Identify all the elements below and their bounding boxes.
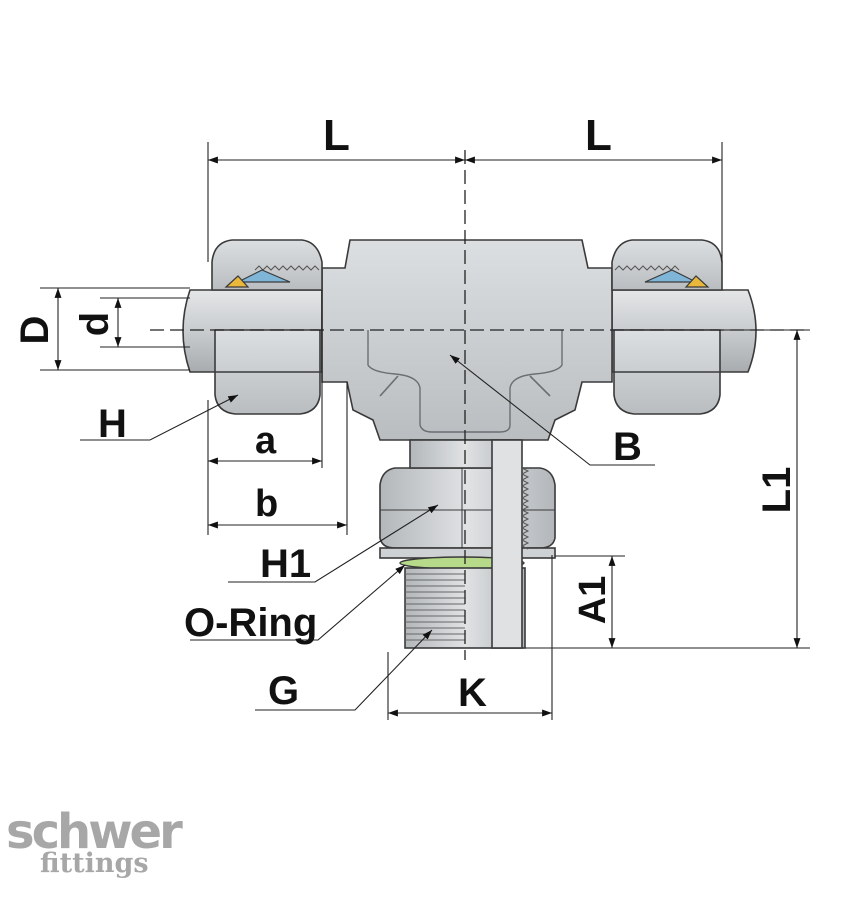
label-L-right: L (585, 111, 612, 160)
tee-body (321, 239, 613, 441)
label-D: D (13, 316, 57, 345)
branch-bore (491, 439, 523, 649)
dimension-labels: L L D d H a b B L1 H1 A1 O-Ring G K (13, 111, 799, 715)
label-K: K (458, 671, 487, 715)
ferrule-right-yellow (684, 275, 710, 288)
label-A1: A1 (572, 576, 614, 625)
label-b: b (255, 483, 278, 525)
leader-H1 (228, 504, 439, 583)
label-H1: H1 (260, 542, 311, 586)
brand-logo: schwer fittings (6, 804, 183, 879)
ferrule-left-blue (237, 269, 291, 283)
logo-line-1: schwer (6, 804, 183, 860)
label-G: G (268, 669, 299, 713)
hex-h1 (379, 467, 556, 549)
logo-line-2: fittings (40, 848, 149, 879)
label-a: a (255, 420, 277, 462)
label-H: H (98, 402, 127, 446)
fitting-body (182, 239, 757, 649)
label-O-Ring: O-Ring (184, 601, 317, 645)
bore-outline (367, 330, 563, 433)
label-L-left: L (323, 111, 350, 160)
dimension-lines (40, 142, 810, 720)
leader-O-Ring (190, 564, 406, 641)
stud-threads (405, 573, 465, 641)
leader-G (255, 629, 433, 711)
label-d: d (73, 312, 117, 336)
label-L1: L1 (755, 467, 799, 514)
ferrule-left-yellow (224, 275, 250, 288)
ferrule-right-blue (644, 269, 697, 283)
leader-B (449, 354, 655, 466)
leader-H (80, 394, 239, 441)
label-B: B (613, 425, 642, 469)
